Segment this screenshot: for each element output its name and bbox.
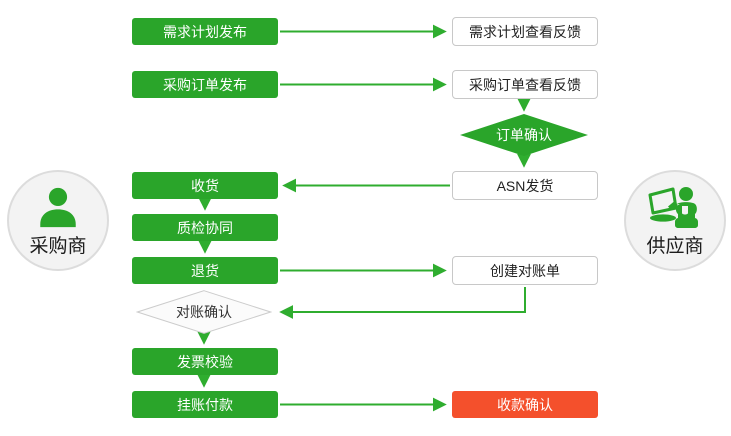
node-asn-ship: ASN发货 (452, 171, 598, 200)
node-receipt-confirm: 收款确认 (452, 391, 598, 418)
node-create-statement: 创建对账单 (452, 256, 598, 285)
node-book-payment: 挂账付款 (132, 391, 278, 418)
diamond-label: 订单确认 (496, 127, 552, 143)
supplier-person-laptop-icon (648, 186, 698, 228)
node-po-publish: 采购订单发布 (132, 71, 278, 98)
node-quality-collab: 质检协同 (132, 214, 278, 241)
supplier-label: 供应商 (646, 235, 704, 257)
node-po-feedback: 采购订单查看反馈 (452, 70, 598, 99)
supplier-actor: 供应商 (624, 170, 726, 271)
node-demand-plan-feedback: 需求计划查看反馈 (452, 17, 598, 46)
diamond-shape (460, 114, 588, 156)
diamond-label: 对账确认 (176, 304, 232, 320)
diamond-shape (136, 290, 272, 334)
node-statement-confirm: 对账确认 (136, 290, 272, 334)
buyer-actor: 采购商 (7, 170, 109, 271)
node-order-confirm: 订单确认 (460, 114, 588, 156)
node-receive-goods: 收货 (132, 172, 278, 199)
node-invoice-verify: 发票校验 (132, 348, 278, 375)
buyer-label: 采购商 (29, 235, 87, 257)
node-return-goods: 退货 (132, 257, 278, 284)
buyer-person-icon (40, 187, 76, 227)
node-demand-plan-publish: 需求计划发布 (132, 18, 278, 45)
arrow-statement-to-confirm (279, 287, 526, 319)
